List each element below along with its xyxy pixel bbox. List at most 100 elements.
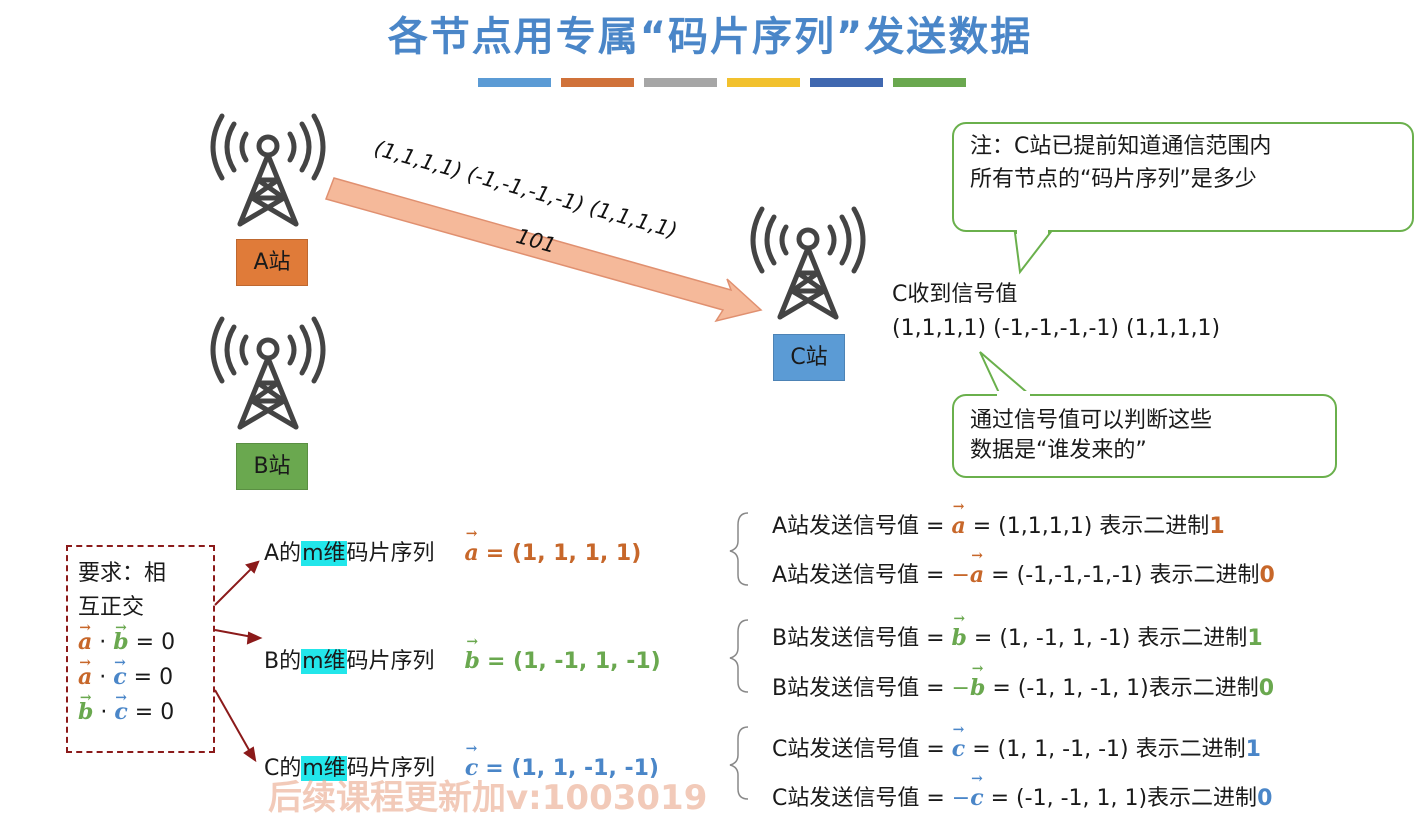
chip-suffix: 码片序列 <box>346 756 435 781</box>
vector-b: b <box>465 634 481 674</box>
chip-suffix: 码片序列 <box>346 541 435 566</box>
send-prefix: B站发送信号值 = <box>772 626 952 651</box>
vector-b: b <box>952 611 968 651</box>
station-c-label: C站 <box>773 334 845 381</box>
watermark-bottom: 后续课程更新加v:1003019 <box>268 778 708 818</box>
dot-result: = 0 <box>135 630 176 655</box>
chip-value: = (1, 1, 1, 1) <box>485 541 642 566</box>
received-title: C收到信号值 <box>892 282 1018 307</box>
note-callout-line: 注：C站已提前知道通信范围内 <box>970 134 1272 159</box>
color-bar <box>893 78 966 87</box>
page-title: 各节点用专属“码片序列”发送数据 <box>387 14 1033 60</box>
send-prefix: C站发送信号值 = <box>772 737 952 762</box>
negation-sign: − <box>951 563 970 588</box>
color-bar <box>561 78 634 87</box>
send-prefix: A站发送信号值 = <box>772 563 952 588</box>
color-bar <box>727 78 800 87</box>
send-detail: = (1, 1, -1, -1) 表示二进制 <box>965 737 1246 762</box>
requirement-arrows <box>214 560 263 763</box>
judge-callout-line: 数据是“谁发来的” <box>970 438 1147 463</box>
vector-b: b <box>970 661 986 701</box>
color-bar <box>478 78 551 87</box>
brace-b <box>729 619 749 693</box>
chip-suffix: 码片序列 <box>346 649 435 674</box>
vector-a: a <box>951 499 966 539</box>
binary-value: 1 <box>1209 514 1225 539</box>
dot-product-ab: a · b = 0 <box>78 611 203 660</box>
vector-c: c <box>952 722 966 762</box>
station-b-label: B站 <box>236 443 308 490</box>
callout-tail-mask <box>1017 228 1048 234</box>
negation-sign: − <box>951 676 970 701</box>
callout-tail-mask <box>997 391 1030 397</box>
chip-prefix: B的 <box>264 649 302 674</box>
negation-sign: − <box>951 786 971 811</box>
dot-product-bc: b · c = 0 <box>78 681 203 730</box>
m-dimension-highlight: m维 <box>301 541 347 566</box>
color-bar <box>644 78 717 87</box>
vector-c: c <box>465 741 479 781</box>
send-prefix: C站发送信号值 = <box>772 786 952 811</box>
vector-c: c <box>970 771 984 811</box>
vector-a: a <box>465 526 480 566</box>
color-bar <box>810 78 883 87</box>
braces <box>729 512 749 800</box>
send-detail: = (1, -1, 1, -1) 表示二进制 <box>966 626 1248 651</box>
dot-operator: · <box>99 665 107 690</box>
binary-value: 0 <box>1258 676 1275 701</box>
requirement-text: 互正交 <box>78 595 145 620</box>
arrow-to-c-chip <box>214 689 254 758</box>
requirement-text: 要求：相 <box>78 561 167 586</box>
note-callout: 注：C站已提前知道通信范围内 所有节点的“码片序列”是多少 <box>952 122 1414 232</box>
binary-value: 1 <box>1247 626 1263 651</box>
vector-c: c <box>114 681 128 729</box>
judge-callout: 通过信号值可以判断这些 数据是“谁发来的” <box>952 394 1337 478</box>
brace-c <box>729 726 749 800</box>
m-dimension-highlight: m维 <box>301 756 347 781</box>
send-b-0: B站发送信号值 = −b = (-1, 1, -1, 1)表示二进制0 <box>772 661 1275 702</box>
title-color-bars <box>478 78 966 87</box>
brace-a <box>729 512 749 586</box>
note-callout-line: 所有节点的“码片序列”是多少 <box>970 167 1257 192</box>
arrow-shape <box>325 177 763 323</box>
vector-a: a <box>970 548 985 588</box>
send-detail: = (-1,-1,-1,-1) 表示二进制 <box>984 563 1260 588</box>
binary-value: 1 <box>1245 737 1261 762</box>
send-c-1: C站发送信号值 = c = (1, 1, -1, -1) 表示二进制1 <box>772 722 1261 763</box>
requirement-box: 要求：相 互正交 a · b = 0 a · c = 0 b · c = 0 <box>66 545 215 753</box>
send-prefix: A站发送信号值 = <box>772 514 952 539</box>
binary-value: 0 <box>1259 563 1275 588</box>
note-callout-tail <box>1013 232 1053 275</box>
station-a-label: A站 <box>236 239 308 286</box>
received-block: C收到信号值 (1,1,1,1) (-1,-1,-1,-1) (1,1,1,1) <box>892 278 1220 346</box>
chip-value: = (1, 1, -1, -1) <box>485 756 659 781</box>
chip-sequence-c: C的m维码片序列 c = (1, 1, -1, -1) <box>264 741 659 782</box>
send-c-0: C站发送信号值 = −c = (-1, -1, 1, 1)表示二进制0 <box>772 771 1273 812</box>
judge-callout-line: 通过信号值可以判断这些 <box>970 408 1213 433</box>
send-detail: = (-1, 1, -1, 1)表示二进制 <box>985 676 1259 701</box>
send-detail: = (1,1,1,1) 表示二进制 <box>965 514 1210 539</box>
send-a-1: A站发送信号值 = a = (1,1,1,1) 表示二进制1 <box>772 499 1225 540</box>
dot-result: = 0 <box>134 700 175 725</box>
send-a-0: A站发送信号值 = −a = (-1,-1,-1,-1) 表示二进制0 <box>772 548 1275 589</box>
vector-b: b <box>78 681 94 729</box>
antenna-tower-icon <box>750 206 866 320</box>
binary-value: 0 <box>1257 786 1273 811</box>
dot-operator: · <box>99 630 107 655</box>
arrow-head <box>243 746 257 763</box>
send-prefix: B站发送信号值 = <box>772 676 952 701</box>
dot-operator: · <box>100 700 108 725</box>
judge-callout-tail <box>979 351 1033 396</box>
chip-value: = (1, -1, 1, -1) <box>486 649 661 674</box>
chip-sequence-a: A的m维码片序列 a = (1, 1, 1, 1) <box>264 526 642 567</box>
antenna-tower-icon <box>210 316 326 430</box>
send-detail: = (-1, -1, 1, 1)表示二进制 <box>983 786 1258 811</box>
arrow-head <box>245 560 260 574</box>
chip-sequence-b: B的m维码片序列 b = (1, -1, 1, -1) <box>264 634 661 675</box>
m-dimension-highlight: m维 <box>301 649 347 674</box>
dot-product-ac: a · c = 0 <box>78 646 203 695</box>
received-sequence: (1,1,1,1) (-1,-1,-1,-1) (1,1,1,1) <box>892 316 1221 341</box>
arrow-head <box>246 631 263 645</box>
antenna-tower-icon <box>210 113 326 227</box>
chip-prefix: C的 <box>264 756 302 781</box>
